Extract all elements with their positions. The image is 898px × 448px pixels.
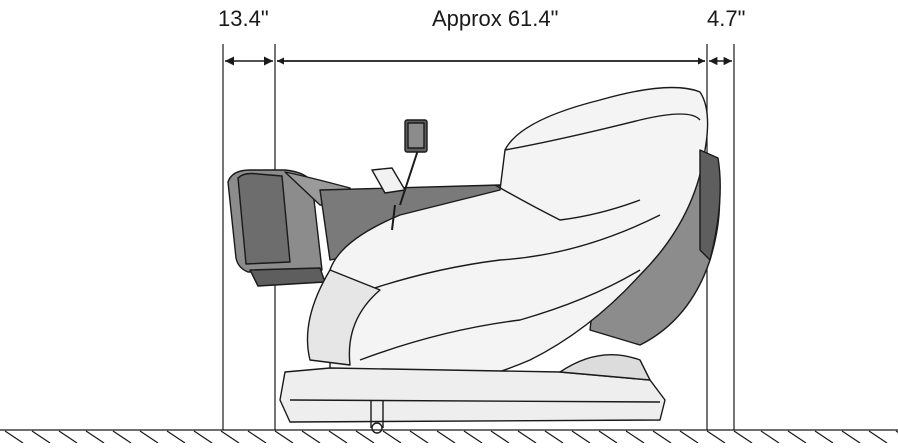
- floor-hatch-mark: [193, 430, 213, 444]
- floor-hatch-mark: [355, 430, 375, 444]
- remote-stand: [391, 204, 396, 231]
- floor-hatch-mark: [571, 430, 591, 444]
- floor-hatch-mark: [409, 430, 429, 444]
- floor-hatch-mark: [814, 430, 834, 444]
- floor-hatch-mark: [625, 430, 645, 444]
- floor-hatch-mark: [463, 430, 483, 444]
- remote-arm: [399, 149, 419, 206]
- floor-hatch-mark: [85, 430, 105, 444]
- shell-seam-side: [339, 214, 661, 301]
- shell-seam-lower: [359, 269, 641, 361]
- shell-seam-top: [504, 113, 701, 151]
- massage-chair-illustration: [227, 86, 721, 434]
- floor-hatch-mark: [247, 430, 267, 444]
- floor-hatch-mark: [598, 430, 618, 444]
- floor-hatch-mark: [328, 430, 348, 444]
- outer-shell: [329, 86, 709, 396]
- chair-base: [279, 354, 666, 434]
- dimension-label-right: 4.7": [707, 6, 746, 31]
- floor-hatch-mark: [706, 430, 726, 444]
- armrest: [306, 269, 381, 366]
- floor-hatch-mark: [31, 430, 51, 444]
- floor-hatch-mark: [382, 430, 402, 444]
- remote-screen: [407, 122, 425, 149]
- floor-hatch-mark: [652, 430, 672, 444]
- floor-hatch-mark: [868, 430, 888, 444]
- floor-hatch-mark: [4, 430, 24, 444]
- floor-hatch-mark: [301, 430, 321, 444]
- floor-hatch-mark: [787, 430, 807, 444]
- floor-hatch-mark: [841, 430, 861, 444]
- base-wheel: [371, 422, 383, 434]
- floor-hatching: [4, 430, 898, 444]
- floor-hatch-mark: [517, 430, 537, 444]
- dimension-label-left: 13.4": [218, 6, 269, 31]
- floor-hatch-mark: [733, 430, 753, 444]
- backrest-side-panel: [699, 149, 721, 261]
- floor-hatch-mark: [436, 430, 456, 444]
- floor-hatch-mark: [544, 430, 564, 444]
- floor-hatch-mark: [166, 430, 186, 444]
- floor: [0, 429, 898, 444]
- leg-rest-foot-plate: [249, 267, 326, 287]
- base-platform: [279, 367, 666, 423]
- dimension-label-middle: Approx 61.4": [432, 6, 559, 31]
- floor-hatch-mark: [112, 430, 132, 444]
- floor-hatch-mark: [220, 430, 240, 444]
- remote-controller: [371, 119, 428, 231]
- floor-hatch-mark: [274, 430, 294, 444]
- floor-hatch-mark: [679, 430, 699, 444]
- remote-holder: [371, 167, 406, 194]
- base-rear-support: [559, 354, 651, 381]
- floor-hatch-mark: [58, 430, 78, 444]
- floor-hatch-mark: [760, 430, 780, 444]
- base-seam: [289, 399, 661, 403]
- leg-rest-inner: [237, 172, 291, 265]
- floor-hatch-mark: [139, 430, 159, 444]
- shell-seam-mid: [494, 184, 641, 221]
- floor-hatch-mark: [490, 430, 510, 444]
